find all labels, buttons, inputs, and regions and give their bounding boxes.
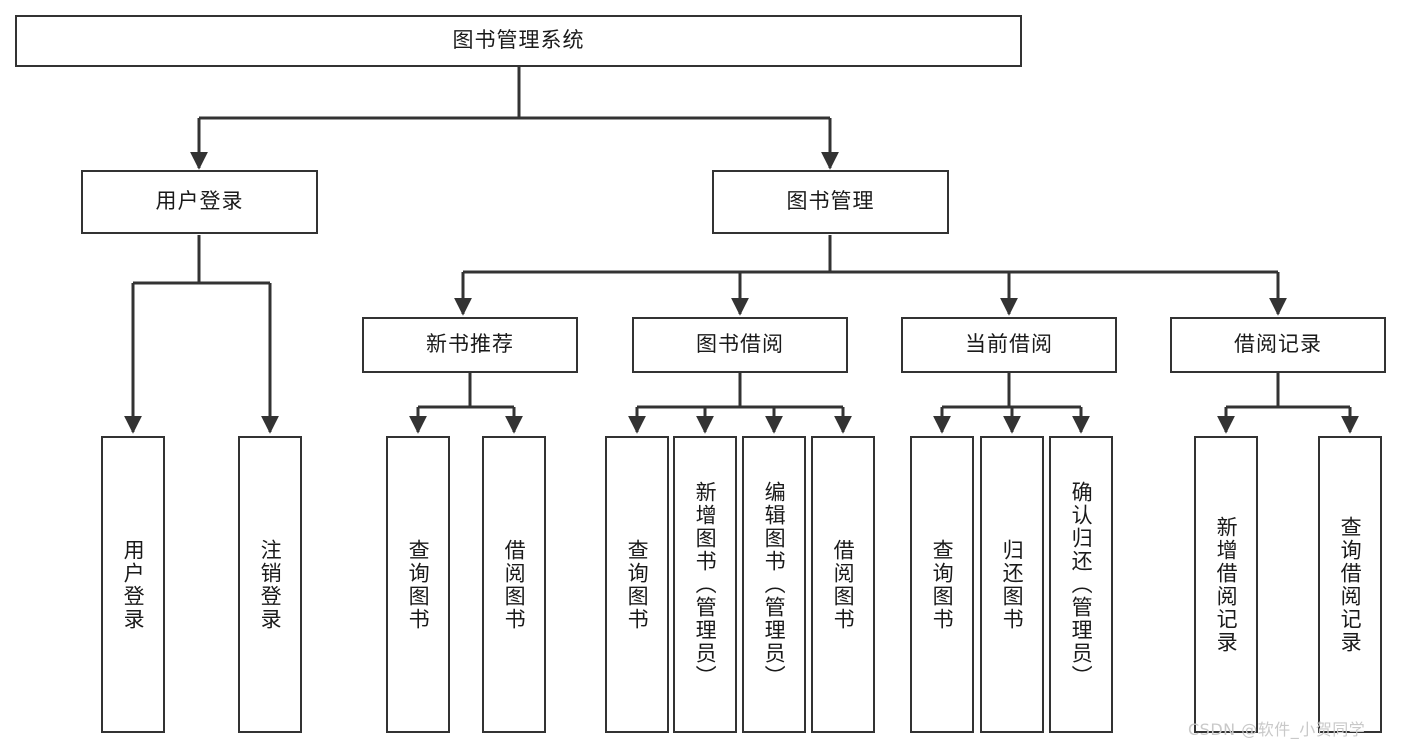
node-label: 当前借阅 (965, 332, 1053, 357)
node-label: 新增借阅记录 (1214, 515, 1239, 654)
node-label: 借阅记录 (1234, 332, 1322, 357)
node-label: 确认归还（管理员） (1069, 481, 1094, 688)
node-current-borrow[interactable]: 当前借阅 (901, 317, 1117, 373)
node-label: 用户登录 (155, 189, 244, 214)
leaf-borrow-query-book[interactable]: 查询图书 (605, 436, 669, 733)
node-label: 借阅图书 (831, 538, 856, 631)
leaf-record-query-record[interactable]: 查询借阅记录 (1318, 436, 1382, 733)
leaf-record-add-record[interactable]: 新增借阅记录 (1194, 436, 1258, 733)
node-label: 查询借阅记录 (1338, 515, 1363, 654)
node-label: 新书推荐 (426, 332, 514, 357)
leaf-borrow-edit-book-admin[interactable]: 编辑图书（管理员） (742, 436, 806, 733)
leaf-current-query-book[interactable]: 查询图书 (910, 436, 974, 733)
leaf-recommend-borrow-book[interactable]: 借阅图书 (482, 436, 546, 733)
node-label: 归还图书 (1000, 538, 1025, 631)
node-label: 图书管理 (786, 189, 875, 214)
leaf-borrow-borrow-book[interactable]: 借阅图书 (811, 436, 875, 733)
leaf-recommend-query-book[interactable]: 查询图书 (386, 436, 450, 733)
node-label: 图书借阅 (696, 332, 784, 357)
node-book-management[interactable]: 图书管理 (712, 170, 949, 234)
leaf-user-login-login[interactable]: 用户登录 (101, 436, 165, 733)
node-user-login[interactable]: 用户登录 (81, 170, 318, 234)
leaf-current-confirm-return-admin[interactable]: 确认归还（管理员） (1049, 436, 1113, 733)
csdn-watermark: CSDN @软件_小贺同学 (1188, 720, 1366, 739)
node-label: 图书管理系统 (452, 28, 585, 53)
node-label: 查询图书 (930, 538, 955, 631)
node-label: 查询图书 (406, 538, 431, 631)
node-book-borrow[interactable]: 图书借阅 (632, 317, 848, 373)
node-borrow-record[interactable]: 借阅记录 (1170, 317, 1386, 373)
node-label: 借阅图书 (502, 538, 527, 631)
node-label: 查询图书 (625, 538, 650, 631)
node-label: 用户登录 (121, 538, 146, 631)
leaf-borrow-add-book-admin[interactable]: 新增图书（管理员） (673, 436, 737, 733)
node-label: 注销登录 (258, 538, 283, 631)
node-root-system[interactable]: 图书管理系统 (15, 15, 1022, 67)
node-new-book-recommend[interactable]: 新书推荐 (362, 317, 578, 373)
leaf-user-login-logout[interactable]: 注销登录 (238, 436, 302, 733)
node-label: 新增图书（管理员） (693, 481, 718, 688)
node-label: 编辑图书（管理员） (762, 481, 787, 688)
leaf-current-return-book[interactable]: 归还图书 (980, 436, 1044, 733)
